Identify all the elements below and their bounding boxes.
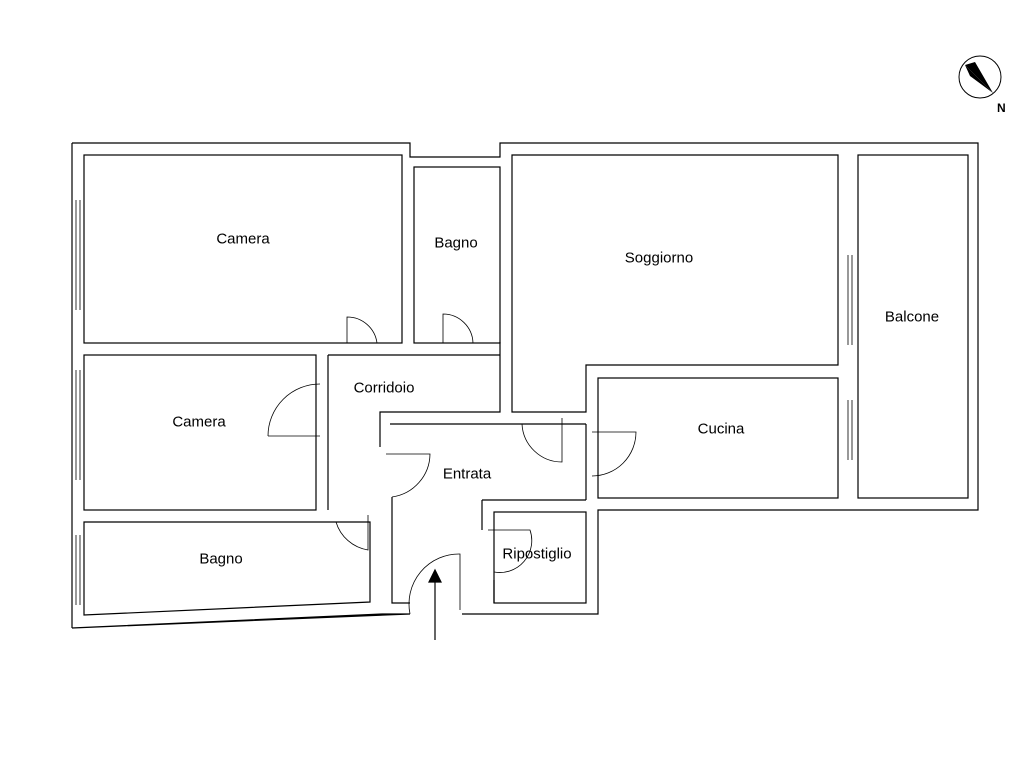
room-cucina xyxy=(597,377,839,499)
room-label-entrata: Entrata xyxy=(442,465,492,483)
corridor-walls xyxy=(327,342,587,604)
room-label-soggiorno: Soggiorno xyxy=(624,249,694,267)
windows xyxy=(75,200,853,605)
room-label-cucina: Cucina xyxy=(697,420,745,438)
room-label-camera-mid: Camera xyxy=(172,413,226,431)
room-label-camera-top: Camera xyxy=(216,230,270,248)
room-label-balcone: Balcone xyxy=(884,308,940,326)
room-camera-top xyxy=(83,154,403,344)
room-label-ripostiglio: Ripostiglio xyxy=(502,545,572,563)
room-bagno-top xyxy=(413,166,501,344)
room-label-corridoio: Corridoio xyxy=(353,379,415,397)
room-ripostiglio xyxy=(493,511,587,604)
room-camera-mid xyxy=(83,354,317,511)
room-soggiorno xyxy=(511,154,839,413)
outer-wall xyxy=(71,142,979,629)
room-label-bagno-top: Bagno xyxy=(434,234,478,252)
room-bagno-bottom xyxy=(83,521,371,616)
door-swings xyxy=(267,313,637,615)
entrance-arrow-icon xyxy=(428,568,442,583)
compass-north-label: N xyxy=(997,101,1006,115)
room-label-bagno-bottom: Bagno xyxy=(199,550,243,568)
north-arrow-icon xyxy=(958,55,1002,99)
room-balcone xyxy=(857,154,969,499)
